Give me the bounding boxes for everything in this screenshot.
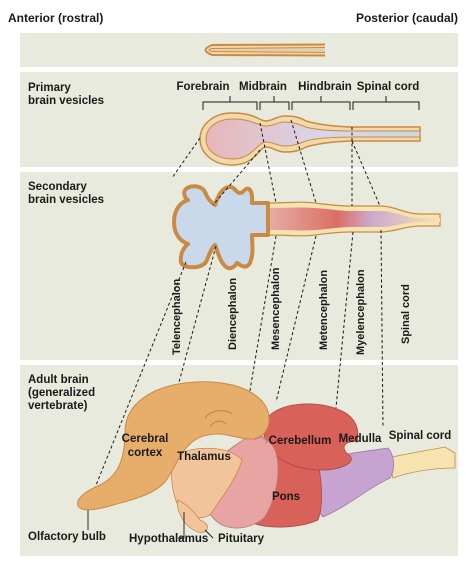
pituitary-label: Pituitary	[218, 533, 265, 545]
neural-tube	[204, 43, 326, 57]
colliculus-contour	[254, 436, 267, 445]
secondary-vesicle-labels: Telencephalon Diencephalon Mesencephalon…	[171, 267, 412, 355]
midbrain-label: Midbrain	[239, 81, 287, 93]
leader-lines	[87, 510, 214, 539]
hindbrain-label: Hindbrain	[298, 81, 352, 93]
myelencephalon-label: Myelencephalon	[355, 269, 367, 355]
cerebellum-label: Cerebellum	[269, 435, 332, 447]
medulla-label: Medulla	[339, 433, 382, 445]
forebrain-label: Forebrain	[176, 81, 229, 93]
diencephalon-label: Diencephalon	[227, 278, 239, 350]
adult-diencephalon	[171, 447, 243, 519]
primary-vesicle-tube	[199, 112, 421, 166]
primary-title-line1: Primary	[28, 82, 71, 94]
telencephalon-label: Telencephalon	[171, 279, 183, 355]
secondary-title-line2: brain vesicles	[28, 194, 104, 206]
cerebral-cortex-label-line2: cortex	[128, 447, 163, 459]
thalamus-label: Thalamus	[177, 451, 231, 463]
adult-title-line1: Adult brain	[28, 374, 89, 386]
connector-lines	[87, 119, 384, 506]
mesencephalon-label: Mesencephalon	[270, 267, 282, 350]
adult-region-labels: Cerebral cortex Thalamus Cerebellum Medu…	[28, 430, 451, 545]
spinal-cord-primary-label: Spinal cord	[357, 81, 420, 93]
spinal-cord-secondary-label: Spinal cord	[400, 284, 412, 344]
secondary-title-line1: Secondary	[28, 181, 87, 193]
cortex-sulci	[204, 409, 233, 428]
primary-brackets	[202, 96, 420, 110]
adult-cerebrum	[77, 381, 270, 511]
posterior-label: Posterior (caudal)	[356, 11, 458, 25]
anterior-label: Anterior (rostral)	[8, 11, 103, 25]
pons-label: Pons	[272, 491, 300, 503]
secondary-vesicle-tube	[172, 184, 441, 271]
adult-title-line3: vertebrate)	[28, 400, 88, 412]
metencephalon-label: Metencephalon	[318, 270, 330, 350]
adult-brain	[77, 381, 456, 533]
hypothalamus-label: Hypothalamus	[129, 533, 208, 545]
cerebral-cortex-label-line1: Cerebral	[122, 433, 169, 445]
olfactory-bulb-label: Olfactory bulb	[28, 531, 106, 543]
adult-title-line2: (generalized	[28, 387, 95, 399]
primary-title-line2: brain vesicles	[28, 95, 104, 107]
adult-spinal-cord	[387, 446, 456, 479]
spinal-cord-adult-label: Spinal cord	[389, 430, 452, 442]
